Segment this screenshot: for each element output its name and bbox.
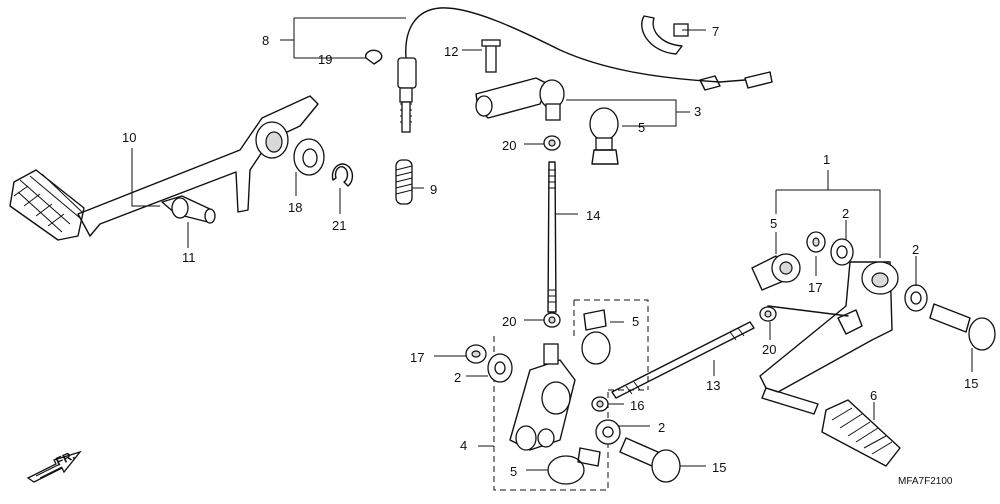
ball-joint-part-5-top	[589, 107, 619, 165]
assembly-bracket-4	[493, 299, 649, 491]
band-part-7	[641, 15, 689, 55]
callout-5-right: 5	[770, 216, 777, 231]
clip-part-21	[331, 163, 354, 187]
callout-5-top: 5	[638, 120, 645, 135]
callout-5-low: 5	[510, 464, 517, 479]
ball-joint-part-5-mid	[581, 309, 611, 365]
callout-15-low: 15	[712, 460, 726, 475]
pedal-rubber-part-6	[821, 399, 901, 467]
callout-20-mid: 20	[502, 314, 516, 329]
callout-20-right: 20	[762, 342, 776, 357]
callout-20-top: 20	[502, 138, 516, 153]
pivot-bolt-part-15-right	[929, 303, 996, 351]
spring-part-9	[395, 159, 413, 205]
washer-part-18	[293, 138, 325, 176]
washer-part-17-right	[806, 231, 826, 253]
front-direction-marker: FR.	[26, 448, 82, 483]
callout-labels: 8 19 7 12 3 5 20 9 10 11 18 21 14 20 5 1…	[122, 24, 978, 479]
callout-17-right: 17	[808, 280, 822, 295]
shift-pedal-part-1	[759, 261, 899, 415]
rod-part-14	[547, 161, 557, 313]
callout-8: 8	[262, 33, 269, 48]
nut-part-20-mid	[543, 312, 561, 328]
callout-14: 14	[586, 208, 600, 223]
callout-19: 19	[318, 52, 332, 67]
washer-part-2-low	[595, 419, 621, 445]
washer-part-17-left	[465, 344, 487, 364]
callout-16: 16	[630, 398, 644, 413]
washer-part-2-right	[830, 238, 854, 266]
nut-part-20-right	[759, 306, 777, 322]
washer-part-2-left	[487, 353, 513, 383]
callout-6: 6	[870, 388, 877, 403]
lower-link-arm	[509, 343, 576, 451]
callout-4: 4	[460, 438, 467, 453]
callout-2-left: 2	[454, 370, 461, 385]
nut-part-20-top	[543, 135, 561, 151]
leader-lines	[131, 17, 973, 471]
washer-part-2-far-right	[904, 284, 928, 312]
callout-5-mid: 5	[632, 314, 639, 329]
callout-11: 11	[182, 250, 196, 265]
clip-part-19	[364, 49, 383, 65]
callout-18: 18	[288, 200, 302, 215]
callout-9: 9	[430, 182, 437, 197]
link-arm-part-3	[475, 39, 565, 121]
callout-1: 1	[823, 152, 830, 167]
callout-2-far-right: 2	[912, 242, 919, 257]
pivot-bolt-part-15-low	[619, 437, 681, 483]
callout-2-low: 2	[658, 420, 665, 435]
pivot-bolt-part-11	[161, 195, 216, 224]
front-label: FR.	[54, 448, 77, 469]
rod-part-13	[611, 321, 755, 399]
callout-3: 3	[694, 104, 701, 119]
callout-12: 12	[444, 44, 458, 59]
pedal-arm-part-10	[9, 95, 319, 241]
ball-joint-part-5-right	[751, 253, 801, 291]
callout-17-left: 17	[410, 350, 424, 365]
callout-2-right: 2	[842, 206, 849, 221]
callout-10: 10	[122, 130, 136, 145]
callout-7: 7	[712, 24, 719, 39]
callout-15-right: 15	[964, 376, 978, 391]
callout-13: 13	[706, 378, 720, 393]
callout-21: 21	[332, 218, 346, 233]
ball-joint-part-5-low	[537, 428, 601, 485]
diagram-code: MFA7F2100	[898, 476, 953, 487]
nut-part-16	[591, 396, 609, 412]
switch-cable-part-8	[397, 7, 773, 133]
